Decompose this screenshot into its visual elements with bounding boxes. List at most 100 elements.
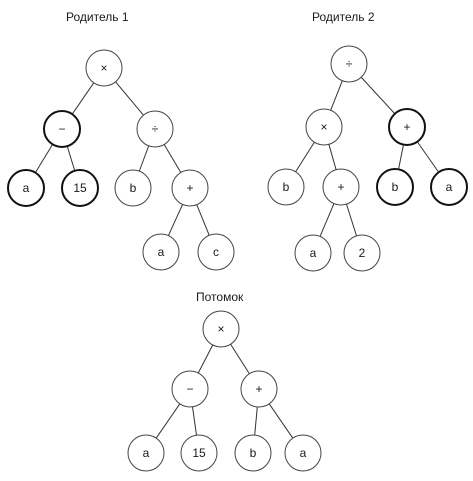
node-circle bbox=[267, 168, 305, 206]
tree-node-plus: + bbox=[171, 169, 209, 207]
node-label: − bbox=[186, 382, 193, 396]
node-circle bbox=[136, 110, 174, 148]
tree-edge bbox=[416, 141, 440, 173]
node-label: × bbox=[320, 120, 327, 134]
tree-edge bbox=[197, 344, 214, 374]
node-circle bbox=[114, 169, 152, 207]
tree-node-a: a bbox=[142, 233, 180, 271]
tree-node-multiply: × bbox=[305, 108, 343, 146]
tree-node-c: c bbox=[197, 233, 235, 271]
tree-edge bbox=[34, 144, 54, 173]
node-label: × bbox=[217, 322, 224, 336]
node-circle bbox=[43, 110, 81, 148]
tree-node-divide: ÷ bbox=[330, 45, 368, 83]
node-label: − bbox=[58, 122, 65, 136]
tree-node-plus: + bbox=[240, 370, 278, 408]
node-label: + bbox=[255, 382, 262, 396]
parent1-title: Родитель 1 bbox=[66, 10, 129, 24]
tree-node-a: a bbox=[127, 434, 165, 472]
node-label: + bbox=[186, 181, 193, 195]
tree-edge bbox=[360, 76, 396, 115]
node-circle bbox=[142, 233, 180, 271]
node-circle bbox=[284, 434, 322, 472]
node-label: 2 bbox=[359, 246, 366, 260]
tree-node-multiply: × bbox=[202, 310, 240, 348]
tree-node-plus: + bbox=[322, 168, 360, 206]
node-circle bbox=[322, 168, 360, 206]
node-circle bbox=[61, 169, 99, 207]
tree-node-a: a bbox=[7, 169, 45, 207]
tree-node-b: b bbox=[234, 434, 272, 472]
tree-node-minus: − bbox=[171, 370, 209, 408]
tree-edge bbox=[155, 403, 181, 439]
node-label: a bbox=[310, 246, 317, 260]
node-circle bbox=[376, 168, 414, 206]
tree-node-a: a bbox=[294, 234, 332, 272]
node-label: 15 bbox=[73, 181, 87, 195]
tree-node-b: b bbox=[114, 169, 152, 207]
node-circle bbox=[171, 370, 209, 408]
node-circle bbox=[330, 45, 368, 83]
node-label: a bbox=[300, 446, 307, 460]
tree-node-a: a bbox=[284, 434, 322, 472]
node-circle bbox=[7, 169, 45, 207]
node-label: × bbox=[100, 61, 107, 75]
node-label: a bbox=[23, 181, 30, 195]
tree-edge bbox=[115, 81, 144, 116]
node-label: a bbox=[158, 245, 165, 259]
node-circle bbox=[343, 234, 381, 272]
node-label: ÷ bbox=[152, 122, 159, 136]
node-circle bbox=[127, 434, 165, 472]
node-circle bbox=[294, 234, 332, 272]
parent2-title: Родитель 2 bbox=[312, 10, 375, 24]
tree-edge bbox=[328, 144, 337, 170]
node-circle bbox=[430, 168, 468, 206]
tree-edge bbox=[398, 144, 404, 170]
tree-edge bbox=[71, 82, 95, 115]
tree-edge bbox=[192, 406, 197, 436]
tree-edge bbox=[345, 204, 358, 236]
parent2-tree: ÷ × + b + b a a 2 bbox=[267, 45, 468, 272]
tree-node-15: 15 bbox=[180, 434, 218, 472]
node-label: a bbox=[143, 446, 150, 460]
child-tree: × − + a 15 b a bbox=[127, 310, 322, 472]
node-circle bbox=[197, 233, 235, 271]
node-label: 15 bbox=[192, 446, 206, 460]
node-circle bbox=[85, 49, 123, 87]
node-label: a bbox=[446, 180, 453, 194]
node-circle bbox=[171, 169, 209, 207]
node-circle bbox=[202, 310, 240, 348]
node-label: + bbox=[337, 180, 344, 194]
tree-edge bbox=[167, 204, 184, 236]
tree-edge bbox=[196, 204, 210, 236]
tree-edge bbox=[163, 144, 182, 173]
tree-node-b: b bbox=[267, 168, 305, 206]
node-label: b bbox=[130, 181, 137, 195]
tree-node-multiply: × bbox=[85, 49, 123, 87]
node-label: ÷ bbox=[346, 57, 353, 71]
tree-edge bbox=[319, 203, 335, 237]
node-circle bbox=[180, 434, 218, 472]
tree-edge bbox=[295, 141, 315, 173]
tree-node-2: 2 bbox=[343, 234, 381, 272]
node-circle bbox=[234, 434, 272, 472]
tree-node-15: 15 bbox=[61, 169, 99, 207]
node-circle bbox=[305, 108, 343, 146]
tree-node-a: a bbox=[430, 168, 468, 206]
node-circle bbox=[240, 370, 278, 408]
tree-edge bbox=[330, 80, 343, 111]
tree-edge bbox=[66, 146, 76, 171]
tree-node-divide: ÷ bbox=[136, 110, 174, 148]
tree-edge bbox=[268, 403, 294, 439]
node-circle bbox=[388, 108, 426, 146]
child-title: Потомок bbox=[196, 290, 244, 304]
parent1-tree: × − ÷ a 15 b + a c bbox=[7, 49, 235, 271]
tree-node-b: b bbox=[376, 168, 414, 206]
node-label: b bbox=[392, 180, 399, 194]
node-label: c bbox=[213, 245, 219, 259]
tree-node-plus: + bbox=[388, 108, 426, 146]
tree-edge bbox=[254, 406, 258, 436]
tree-edge bbox=[230, 343, 250, 375]
